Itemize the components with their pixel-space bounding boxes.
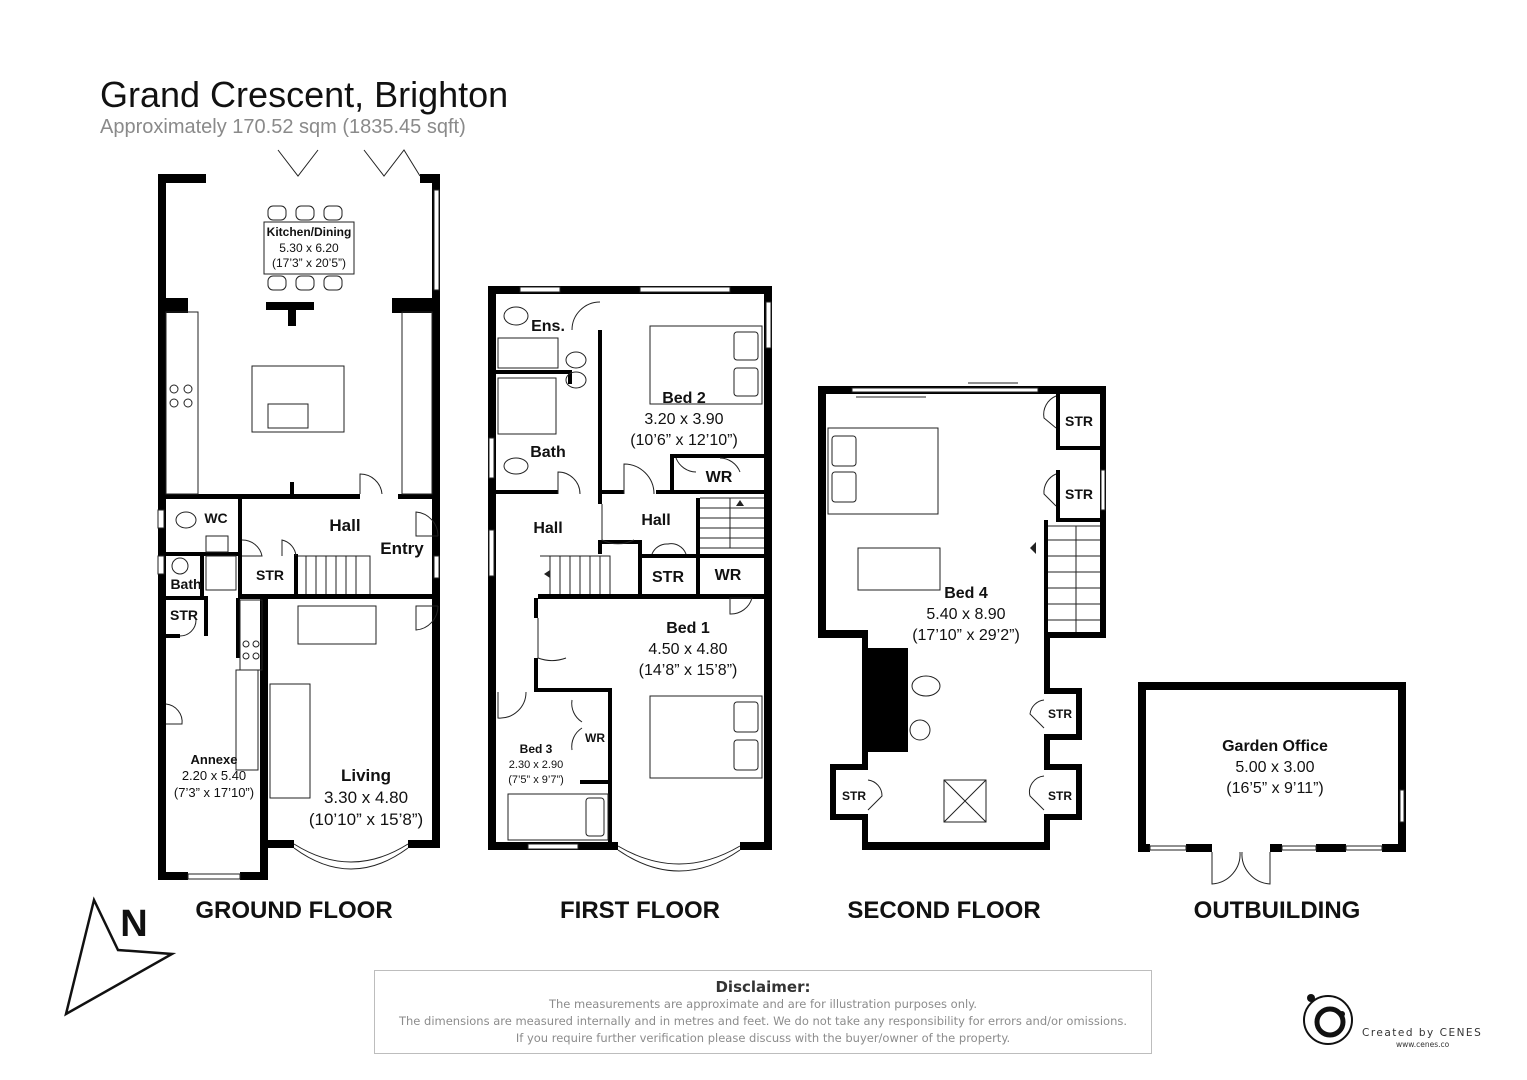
disclaimer-heading: Disclaimer: — [715, 978, 811, 996]
second-str-label-4: STR — [842, 789, 866, 803]
first-hall-left-label: Hall — [533, 520, 562, 537]
page-subtitle: Approximately 170.52 sqm (1835.45 sqft) — [100, 116, 466, 138]
first-floor-plan: Ens. Bath Bed 2 3.20 x 3.90 (10’6” x 12’… — [488, 286, 772, 924]
disclaimer-box: Disclaimer: The measurements are approxi… — [374, 970, 1152, 1054]
wc-label: WC — [204, 510, 227, 526]
kitchen-dining-size-m: 5.30 x 6.20 — [279, 241, 339, 255]
bed3-name: Bed 3 — [520, 742, 553, 756]
bed4-name: Bed 4 — [944, 585, 988, 602]
bed2-wr-label: WR — [706, 469, 733, 486]
ground-floor-plan: Kitchen/Dining 5.30 x 6.20 (17’3” x 20’5… — [157, 149, 440, 924]
bed3-size-ft: (7’5” x 9’7”) — [508, 774, 564, 786]
outbuilding-label: OUTBUILDING — [1194, 897, 1361, 924]
garden-office-size-ft: (16’5” x 9’11”) — [1226, 780, 1324, 797]
living-size-m: 3.30 x 4.80 — [324, 788, 408, 807]
entry-label: Entry — [380, 539, 424, 558]
annexe-name: Annexe — [191, 752, 238, 767]
disclaimer-line-1: The measurements are approximate and are… — [548, 997, 978, 1011]
ensuite-label: Ens. — [531, 318, 565, 335]
second-str-label-3: STR — [1048, 707, 1072, 721]
living-name: Living — [341, 766, 391, 785]
first-floor-label: FIRST FLOOR — [560, 897, 720, 924]
first-bath-label: Bath — [530, 444, 566, 461]
disclaimer-line-2: The dimensions are measured internally a… — [398, 1014, 1128, 1028]
outbuilding-plan: Garden Office 5.00 x 3.00 (16’5” x 9’11”… — [1138, 682, 1406, 924]
bed1-size-m: 4.50 x 4.80 — [648, 641, 727, 658]
bed4-size-m: 5.40 x 8.90 — [926, 606, 1005, 623]
north-compass-icon: N — [64, 896, 177, 1017]
second-str-label-2: STR — [1065, 486, 1093, 502]
second-str-label-5: STR — [1048, 789, 1072, 803]
bed3-size-m: 2.30 x 2.90 — [509, 759, 563, 771]
bed4-size-ft: (17’10” x 29’2”) — [912, 627, 1020, 644]
ground-hall-label: Hall — [329, 516, 360, 535]
second-str-label-1: STR — [1065, 413, 1093, 429]
landing-wr-label: WR — [715, 567, 742, 584]
ground-bath-label: Bath — [170, 576, 201, 592]
garden-office-name: Garden Office — [1222, 738, 1328, 755]
bed2-name: Bed 2 — [662, 390, 706, 407]
bed2-size-m: 3.20 x 3.90 — [644, 411, 723, 428]
ground-str-label-1: STR — [256, 567, 284, 583]
bed1-size-ft: (14’8” x 15’8”) — [639, 662, 738, 679]
bed1-name: Bed 1 — [666, 620, 710, 637]
second-floor-label: SECOND FLOOR — [847, 897, 1040, 924]
bed2-size-ft: (10’6” x 12’10”) — [630, 432, 738, 449]
ground-str-label-2: STR — [170, 607, 198, 623]
living-size-ft: (10’10” x 15’8”) — [309, 810, 423, 829]
bed3-wr-label: WR — [585, 731, 605, 745]
annexe-size-m: 2.20 x 5.40 — [182, 768, 246, 783]
kitchen-dining-name: Kitchen/Dining — [267, 225, 352, 239]
garden-office-size-m: 5.00 x 3.00 — [1235, 759, 1314, 776]
cenes-logo-icon — [1303, 994, 1353, 1045]
ground-floor-label: GROUND FLOOR — [195, 897, 392, 924]
page-title: Grand Crescent, Brighton — [100, 74, 509, 115]
annexe-size-ft: (7’3” x 17’10”) — [174, 785, 254, 800]
second-floor-plan: STR STR Bed 4 5.40 x 8.90 (17’10” x 29’2… — [818, 382, 1106, 924]
first-hall-right-label: Hall — [641, 512, 670, 529]
credit-url: www.cenes.co — [1396, 1040, 1450, 1049]
compass-letter: N — [120, 903, 147, 945]
disclaimer-line-3: If you require further verification plea… — [515, 1031, 1011, 1045]
first-str-label: STR — [652, 569, 684, 586]
credit-text: Created by CENES — [1362, 1027, 1483, 1039]
kitchen-dining-size-ft: (17’3” x 20’5”) — [272, 256, 346, 270]
